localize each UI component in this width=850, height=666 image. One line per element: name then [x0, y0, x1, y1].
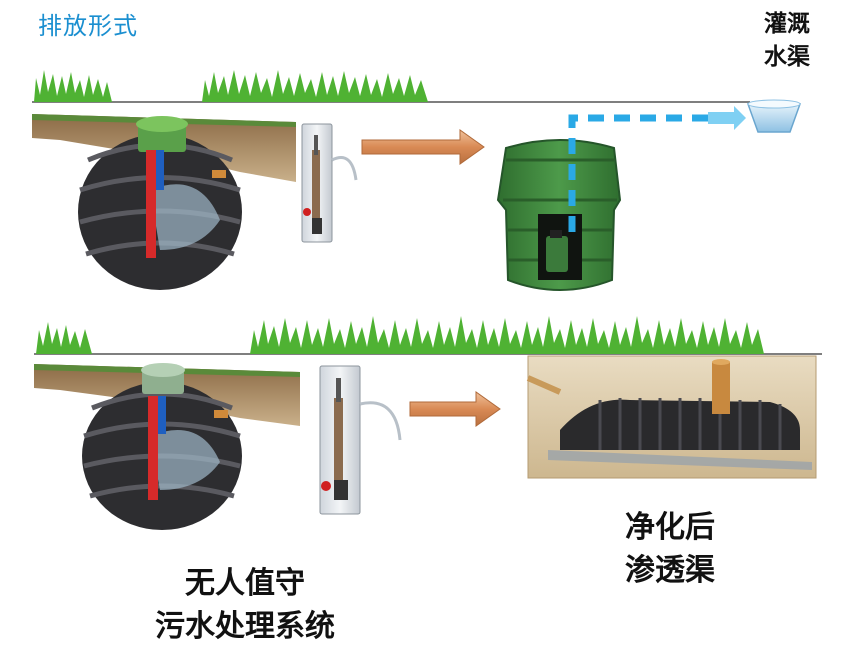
bottom-control-panel [320, 366, 400, 514]
bottom-grass [36, 316, 764, 354]
top-flow-arrow [362, 130, 484, 164]
pump-station-tank [498, 140, 620, 290]
system-caption-line2: 污水处理系统 [110, 605, 380, 648]
top-control-panel [302, 124, 356, 242]
irrigation-basin [748, 100, 800, 132]
top-septic-tank [32, 114, 296, 290]
infiltration-caption-line2: 渗透渠 [585, 549, 755, 592]
infiltration-caption-line1: 净化后 [585, 506, 755, 549]
infiltration-caption: 净化后 渗透渠 [585, 506, 755, 592]
infiltration-trench [528, 356, 816, 478]
bottom-septic-tank [34, 363, 300, 530]
system-caption-line1: 无人值守 [110, 562, 380, 605]
system-caption: 无人值守 污水处理系统 [110, 562, 380, 648]
bottom-flow-arrow [410, 392, 500, 426]
top-grass [34, 70, 428, 102]
